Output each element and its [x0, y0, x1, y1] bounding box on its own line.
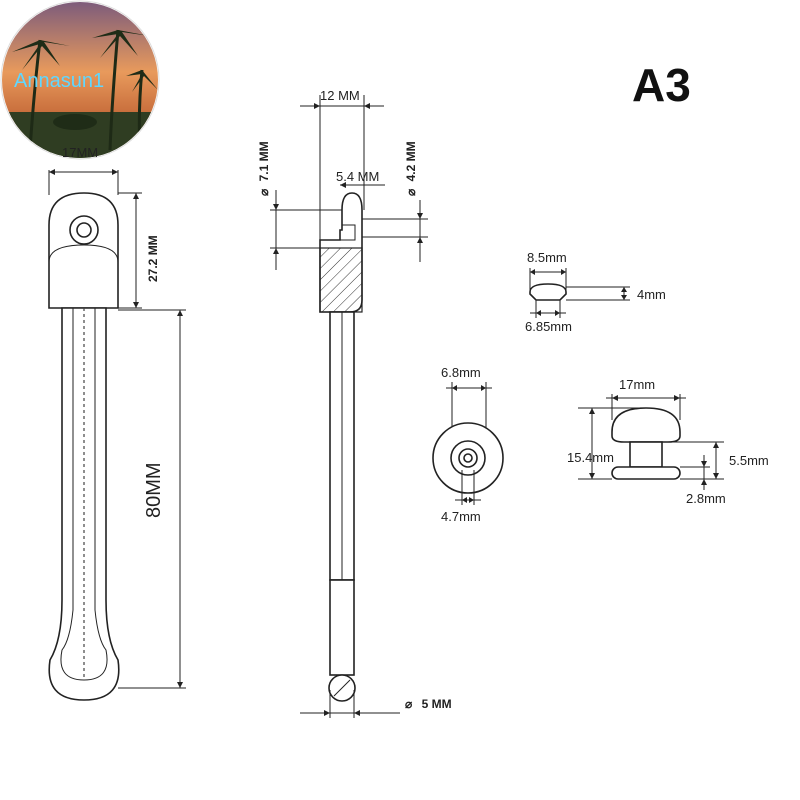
svg-text:⌀ 7.1 MM: ⌀ 7.1 MM — [257, 141, 271, 196]
diameter-symbol: ⌀ — [257, 188, 271, 196]
side-d1-label: 7.1 MM — [257, 141, 271, 181]
stud-base-label: 2.8mm — [686, 491, 726, 506]
side-d2-label: 4.2 MM — [404, 141, 418, 181]
cap-part: 8.5mm 4mm 6.85mm — [525, 250, 666, 334]
ring-outer-label: 6.8mm — [441, 365, 481, 380]
cap-height-label: 4mm — [637, 287, 666, 302]
shop-logo: Annasun1 — [0, 0, 160, 160]
ring-inner-label: 4.7mm — [441, 509, 481, 524]
svg-text:⌀ 4.2 MM: ⌀ 4.2 MM — [404, 141, 418, 196]
side-top-label: 12 MM — [320, 88, 360, 103]
watermark-text: Annasun1 — [14, 70, 104, 92]
strap-front-view: 17MM 27.2 MM 80MM — [48, 145, 186, 701]
strap-length-label: 80MM — [143, 462, 165, 518]
page-title: A3 — [632, 59, 691, 111]
strap-side-view: 12 MM 5.4 MM ⌀ 7.1 MM ⌀ 4.2 MM — [257, 88, 452, 718]
diameter-symbol-2: ⌀ — [404, 188, 418, 196]
diameter-symbol-3: ⌀ — [405, 697, 413, 711]
cap-top-label: 8.5mm — [527, 250, 567, 265]
stud-part: 17mm 15.4mm 5.5mm 2.8mm — [567, 377, 769, 506]
stud-width-label: 17mm — [619, 377, 655, 392]
strap-width-label: 17MM — [62, 145, 98, 160]
ring-part: 6.8mm 4.7mm — [432, 365, 504, 524]
side-step-label: 5.4 MM — [336, 169, 379, 184]
cap-bottom-label: 6.85mm — [525, 319, 572, 334]
side-bottom-label: 5 MM — [422, 697, 452, 711]
stud-neck-label: 5.5mm — [729, 453, 769, 468]
svg-text:⌀ 5 MM: ⌀ 5 MM — [405, 697, 452, 711]
strap-head-height-label: 27.2 MM — [146, 235, 160, 282]
stud-height-label: 15.4mm — [567, 450, 614, 465]
